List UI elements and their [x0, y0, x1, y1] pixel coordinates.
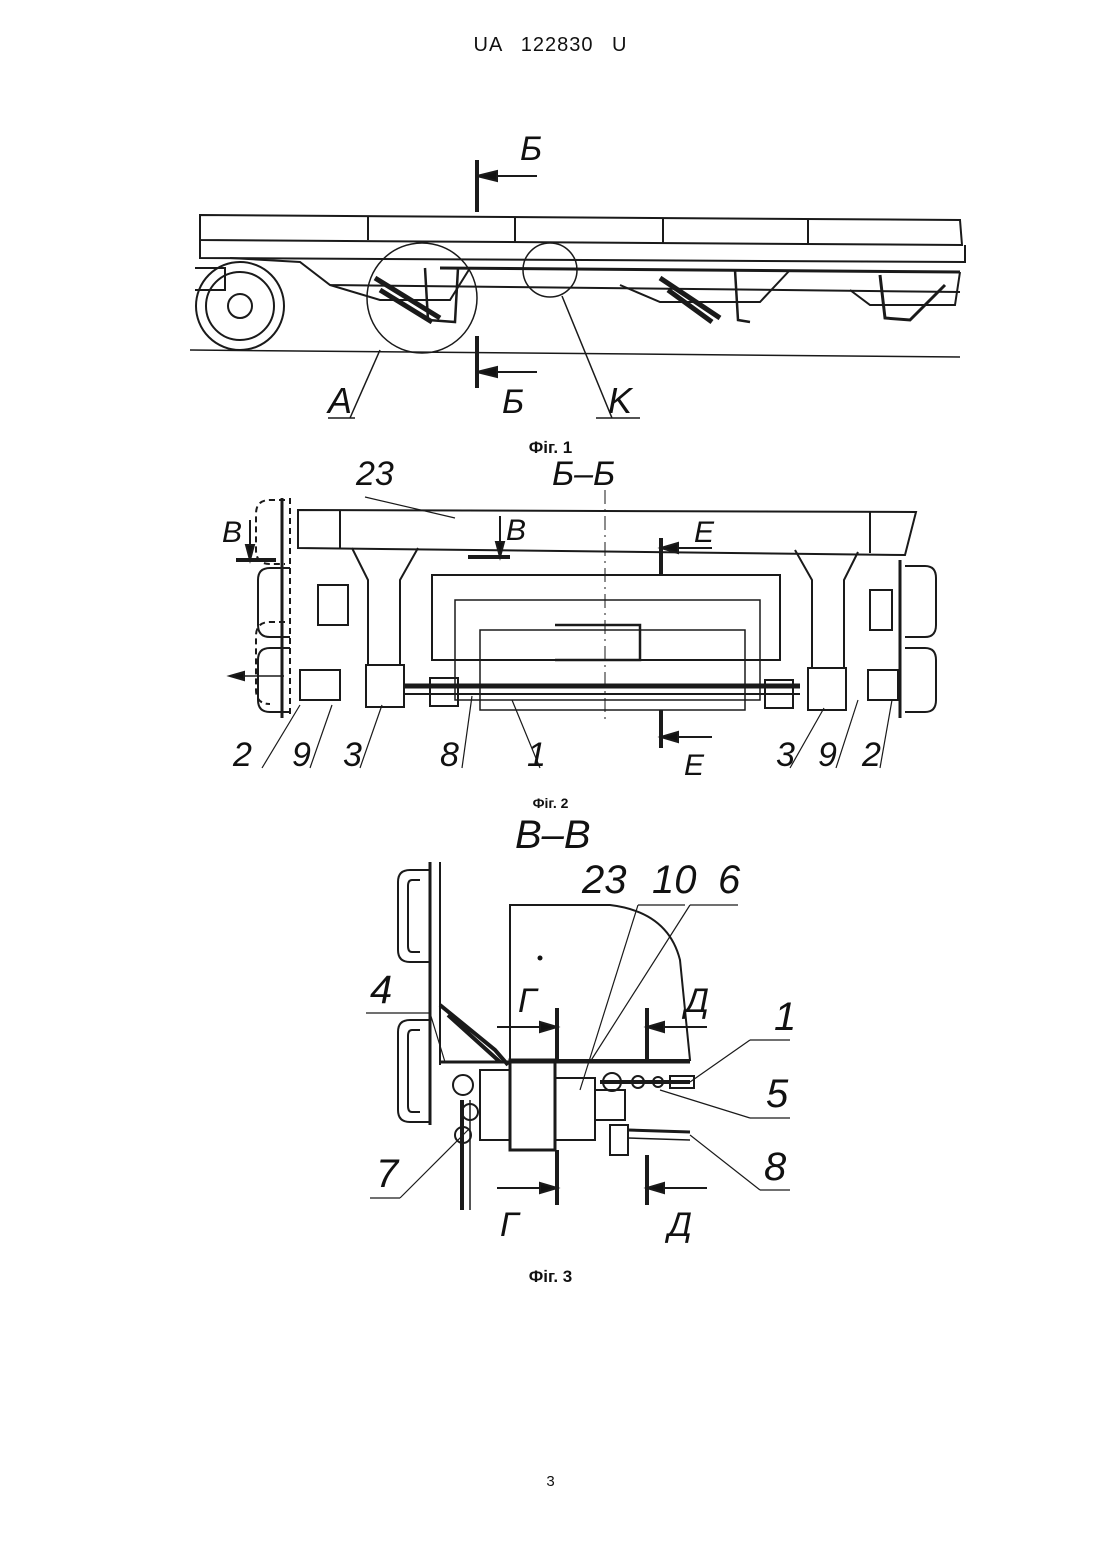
fig2-section-v-center: В [506, 514, 526, 547]
fig2-label-8: 8 [440, 736, 459, 774]
patent-number-header: UA 122830 U [0, 34, 1101, 57]
fig3-label-8: 8 [764, 1145, 787, 1189]
fig3-label-5: 5 [766, 1072, 789, 1116]
fig2-section-v-left: В [222, 516, 242, 549]
fig2-label-3-left: 3 [343, 736, 362, 774]
fig3-section-g-top: Г [518, 982, 539, 1020]
section-label-b-top: Б [520, 130, 542, 168]
fig2-label-2-right: 2 [861, 736, 881, 774]
fig3-label-23: 23 [581, 858, 627, 902]
fig3-section-g-bottom: Г [500, 1206, 521, 1244]
fig3-label-6: 6 [718, 858, 741, 902]
fig3-section-title: В–В [515, 813, 591, 857]
fig3-label-10: 10 [652, 858, 697, 902]
section-label-b-bottom: Б [502, 383, 524, 421]
fig2-label-23: 23 [355, 455, 394, 493]
fig3-label-4: 4 [370, 968, 392, 1012]
figure-3-caption: Фіг. 3 [0, 1267, 1101, 1287]
fig3-section-d-bottom: Д [664, 1206, 692, 1244]
fig2-section-e-top: E [694, 516, 715, 549]
fig3-label-1: 1 [774, 995, 796, 1039]
fig3-section-d-top: Д [681, 982, 709, 1020]
detail-label-a: A [326, 380, 352, 421]
fig2-label-2-left: 2 [232, 736, 252, 774]
page-number: 3 [0, 1473, 1101, 1490]
detail-label-k: K [608, 380, 634, 421]
figure-2-caption: Фіг. 2 [0, 795, 1101, 811]
figure-2-drawing: Б–Б 23 В В E E 2 9 3 8 1 3 9 2 [0, 450, 1101, 795]
fig2-label-3-right: 3 [776, 736, 795, 774]
fig2-section-e-bottom: E [684, 749, 705, 782]
fig2-label-1: 1 [527, 736, 546, 774]
figure-1-drawing: Б Б A K [0, 120, 1101, 450]
fig3-label-7: 7 [376, 1152, 400, 1196]
figure-3-drawing: В–В 23 10 6 4 1 5 7 8 Г Д Г Д [0, 810, 1101, 1250]
fig2-section-title: Б–Б [552, 455, 615, 493]
fig2-label-9-left: 9 [292, 736, 311, 774]
fig2-label-9-right: 9 [818, 736, 837, 774]
